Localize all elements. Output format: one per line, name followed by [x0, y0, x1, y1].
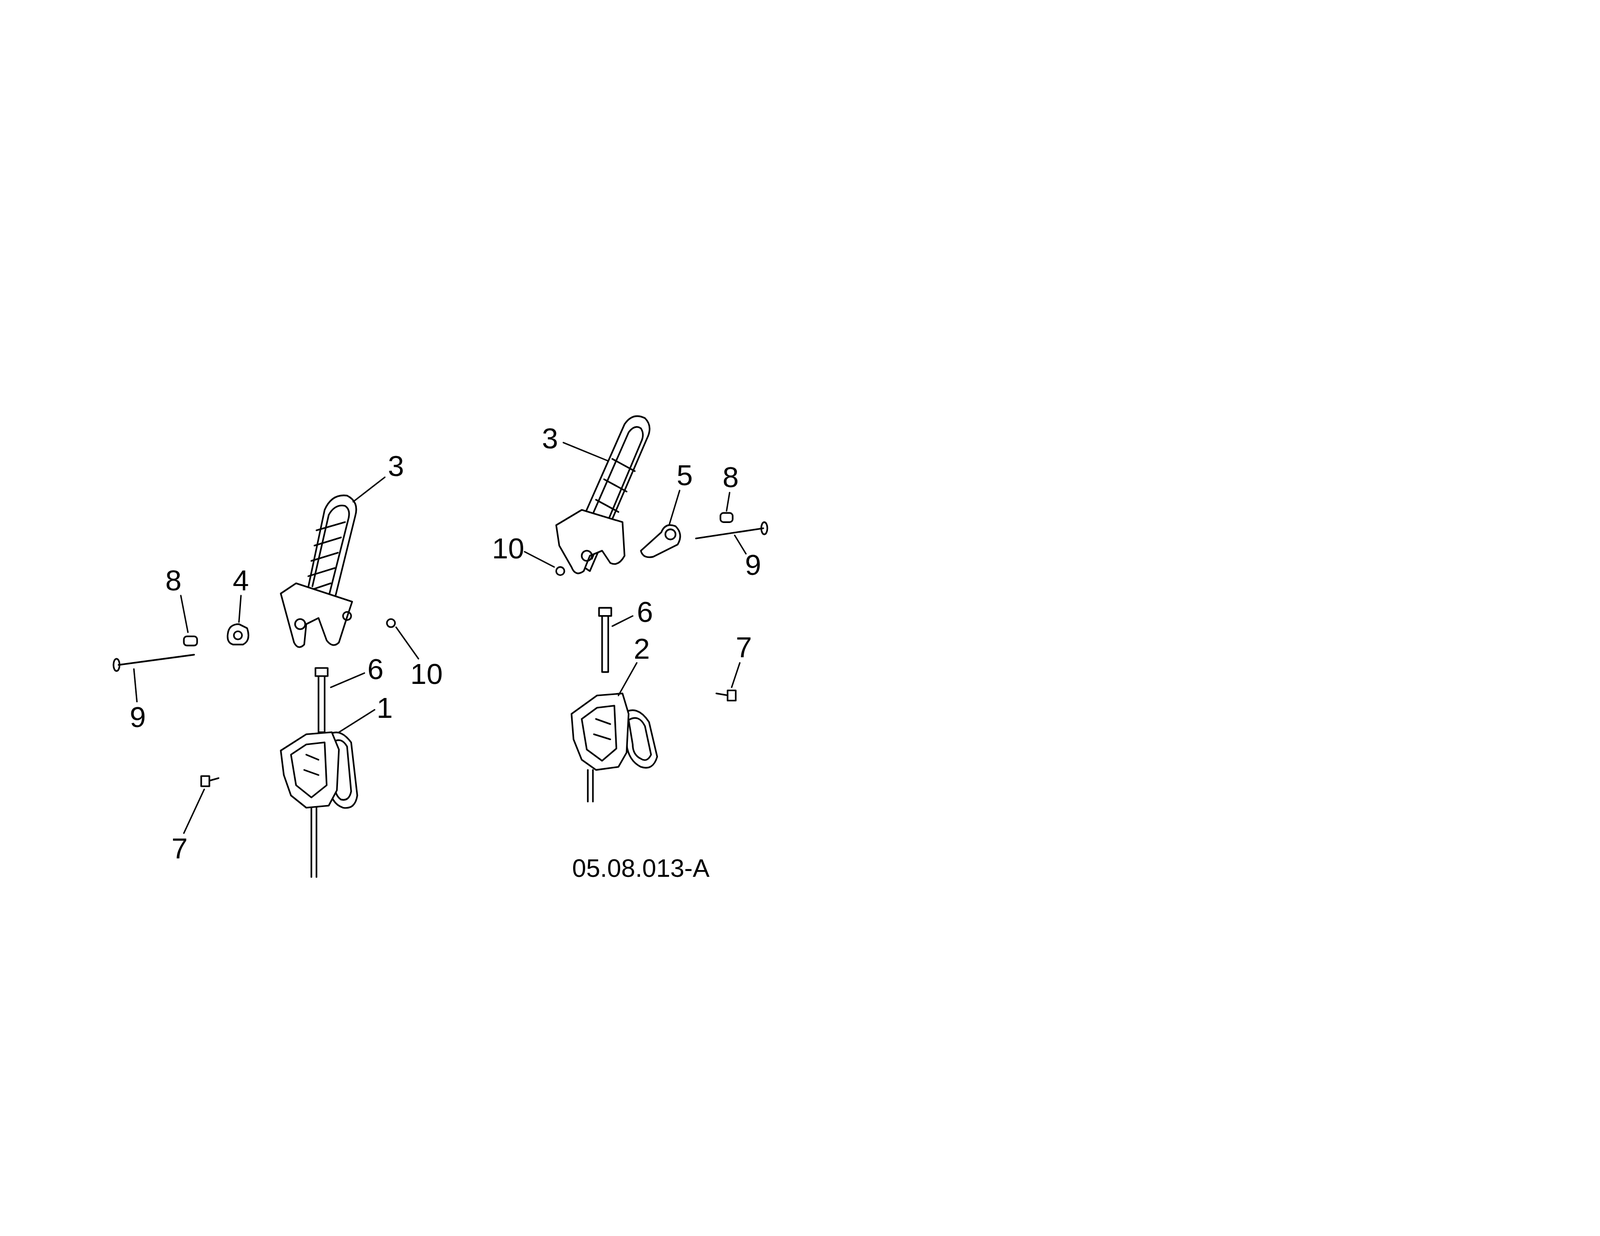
callout-number: 9 — [129, 703, 146, 733]
bolt-left — [201, 776, 219, 787]
callout-number: 10 — [492, 534, 525, 564]
callout-number: 7 — [171, 834, 188, 864]
leader-lines — [133, 442, 746, 834]
clip-right — [556, 567, 565, 576]
pedal-right — [556, 416, 650, 574]
callout-number: 3 — [387, 451, 404, 481]
clip-left — [386, 619, 396, 628]
pin-6-right — [599, 608, 612, 673]
bushing-right — [720, 512, 733, 523]
callout-number: 10 — [410, 659, 443, 689]
callout-number: 5 — [676, 461, 693, 491]
bushing-left — [183, 636, 197, 646]
callout-number: 4 — [232, 566, 249, 596]
pedal-left — [280, 495, 357, 648]
arm-right — [640, 525, 681, 558]
cam-left — [227, 624, 249, 645]
callout-number: 8 — [722, 463, 739, 493]
figure-code: 05.08.013-A — [572, 855, 710, 881]
callout-number: 6 — [636, 597, 653, 627]
callout-number: 1 — [376, 693, 393, 723]
callout-number: 8 — [165, 566, 182, 596]
callout-number: 9 — [745, 550, 762, 580]
pin-left — [113, 655, 194, 672]
callout-number: 2 — [633, 634, 650, 664]
latch-right — [571, 693, 658, 802]
callout-number: 7 — [736, 633, 752, 663]
bolt-right — [716, 690, 736, 701]
callout-number: 3 — [542, 424, 559, 454]
pin-right — [695, 522, 768, 539]
callout-number: 6 — [367, 655, 384, 685]
pin-6-left — [315, 668, 328, 733]
latch-left — [280, 732, 358, 878]
